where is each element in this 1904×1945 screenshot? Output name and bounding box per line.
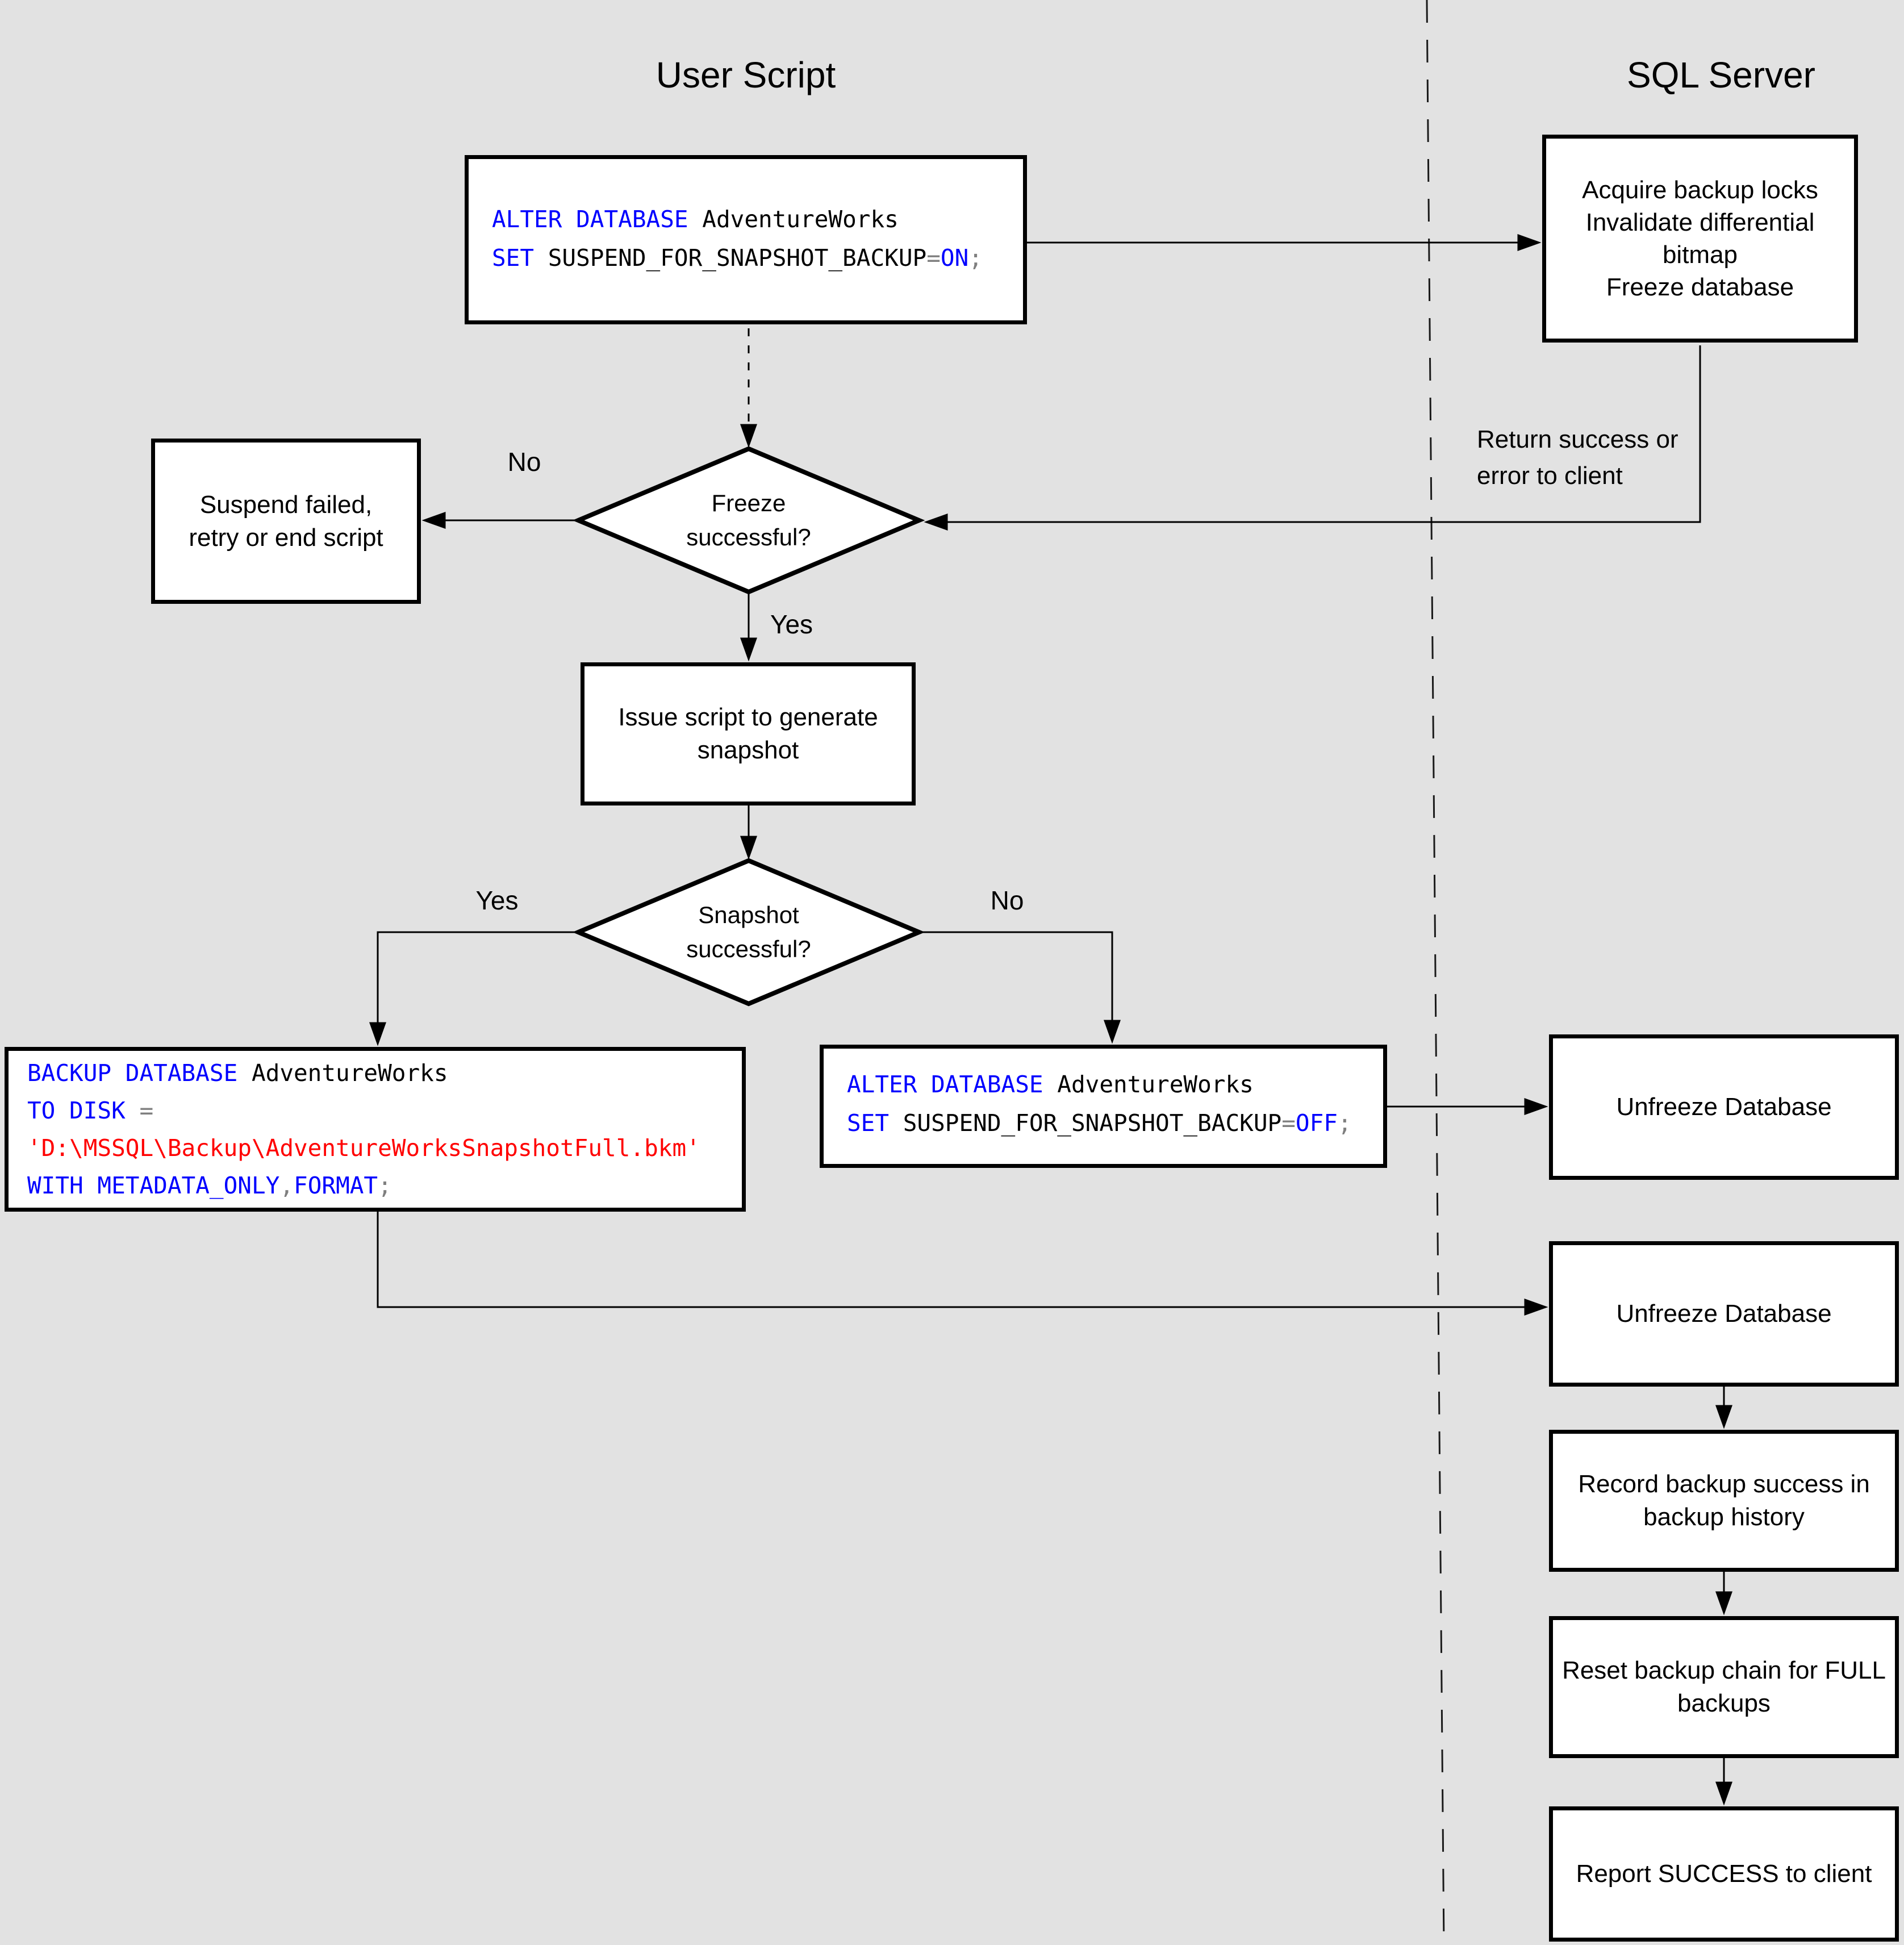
node-reset-backup-chain: Reset backup chain for FULL backups bbox=[1549, 1616, 1899, 1758]
edge-label-snapshot-yes: Yes bbox=[475, 886, 519, 915]
lane-title-sql-server: SQL Server bbox=[1627, 55, 1815, 95]
node-unfreeze-database-2: Unfreeze Database bbox=[1549, 1241, 1899, 1387]
sql-code-backup-database: BACKUP DATABASE AdventureWorks TO DISK =… bbox=[27, 1059, 700, 1199]
edge-label-freeze-yes: Yes bbox=[770, 610, 813, 639]
node-acquire-backup-locks: Acquire backup locks Invalidate differen… bbox=[1542, 135, 1858, 343]
node-alter-suspend-off bbox=[820, 1045, 1387, 1168]
node-unfreeze-database-1: Unfreeze Database bbox=[1549, 1034, 1899, 1180]
lane-title-user-script: User Script bbox=[655, 55, 836, 95]
node-backup-database bbox=[5, 1047, 746, 1212]
connector-acquire-to-freeze bbox=[924, 345, 1701, 531]
sql-code-alter-suspend-off: ALTER DATABASE AdventureWorks SET SUSPEN… bbox=[847, 1071, 1352, 1137]
node-alter-suspend-on bbox=[465, 155, 1027, 324]
decision-freeze-successful bbox=[572, 446, 925, 595]
decision-snapshot-label: Snapshot successful? bbox=[686, 901, 811, 962]
node-record-backup-history: Record backup success in backup history bbox=[1549, 1430, 1899, 1572]
decision-freeze-label: Freeze successful? bbox=[686, 490, 811, 550]
note-return-success-or-error: Return success or error to client bbox=[1477, 425, 1678, 490]
connector-snapshot-no bbox=[919, 931, 1121, 1044]
connector-snapshot-yes bbox=[369, 931, 578, 1046]
edge-label-freeze-no: No bbox=[507, 447, 541, 477]
lane-divider-dashed-line bbox=[1426, 0, 1445, 1945]
decision-snapshot-successful bbox=[572, 858, 925, 1007]
connector-backup-to-unfreeze2 bbox=[377, 1212, 1548, 1316]
node-suspend-failed: Suspend failed, retry or end script bbox=[151, 439, 421, 604]
edge-label-snapshot-no: No bbox=[990, 886, 1024, 915]
node-issue-script: Issue script to generate snapshot bbox=[581, 662, 916, 805]
sql-code-alter-suspend-on: ALTER DATABASE AdventureWorks SET SUSPEN… bbox=[492, 206, 983, 272]
node-report-success: Report SUCCESS to client bbox=[1549, 1806, 1899, 1942]
